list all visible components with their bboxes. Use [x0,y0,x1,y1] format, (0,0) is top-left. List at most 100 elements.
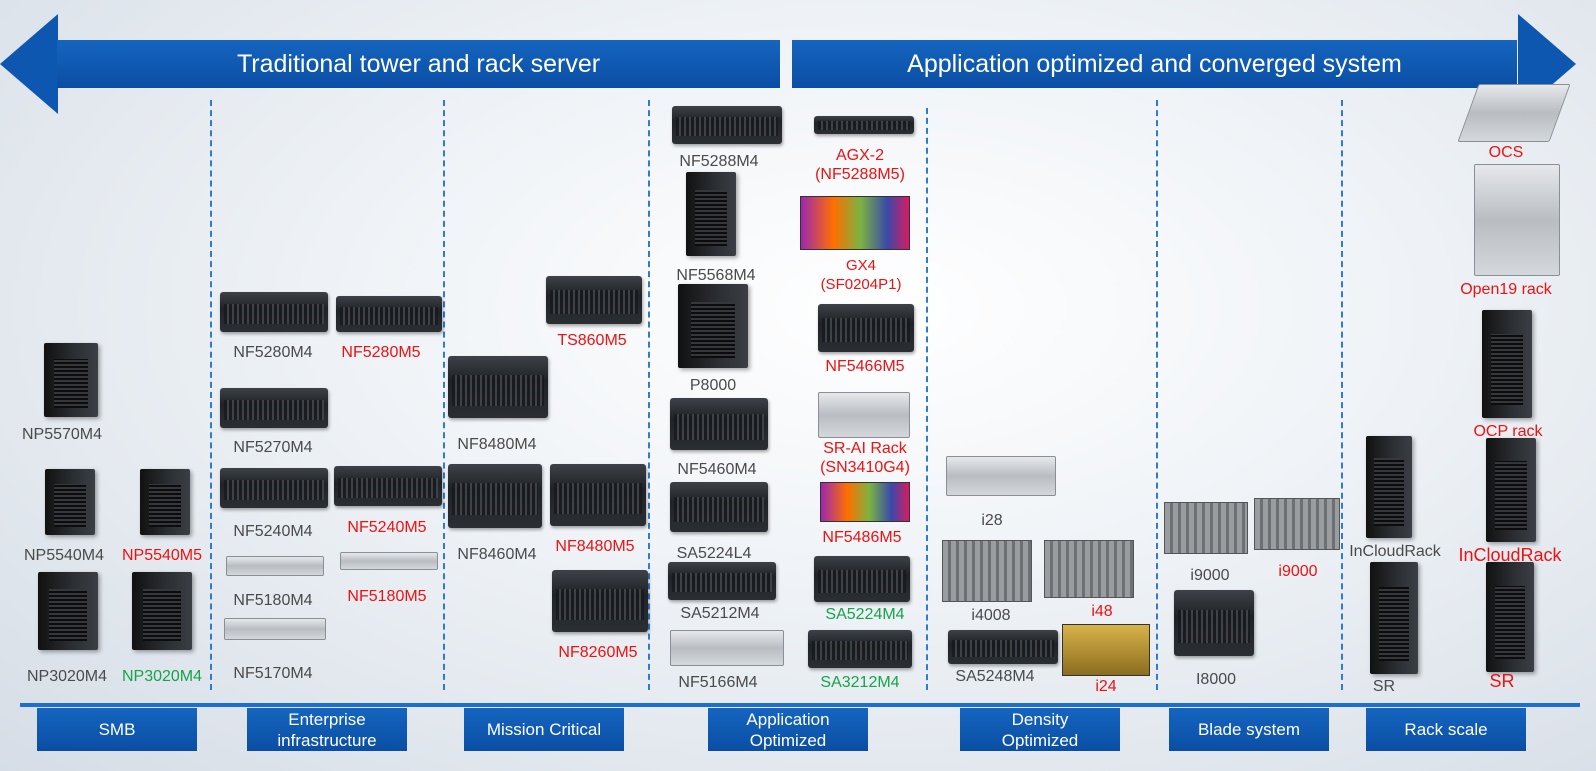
tower-server-image [686,172,736,256]
gpu-board-image [1062,624,1150,676]
tower-server-image [44,343,98,417]
product-label: OCP rack [1473,423,1543,440]
product-label: NF8480M4 [457,436,537,453]
product-label: NP3020M4 [121,668,203,685]
product-label: i28 [981,512,1003,529]
tower-server-image [132,572,192,650]
rack-server-image [550,464,646,526]
product-label: I8000 [1195,671,1237,688]
rack-server-image [448,464,542,528]
category-mission-critical: Mission Critical [464,708,624,751]
rack-server-image [336,296,442,332]
category-application-optimized: Application Optimized [708,708,868,751]
rack-server-image [818,304,914,352]
product-label: InCloudRack [1458,545,1562,565]
product-label: SA5212M4 [680,605,760,622]
divider [210,100,212,690]
rack-server-image [818,392,910,438]
rack-server-image [220,388,328,428]
blade-chassis-image [1174,590,1254,656]
left-arrow-banner: Traditional tower and rack server [57,40,780,88]
product-label: GX4 (SF0204P1) [820,257,902,293]
product-label: SA5224L4 [676,545,752,562]
product-label: i4008 [971,607,1011,624]
rack-server-image [220,468,328,508]
product-label: SA5224M4 [825,606,905,623]
ocp-rack-image [1482,310,1532,418]
rack-server-image [448,356,548,418]
tower-server-image [38,572,98,650]
category-baseline [20,703,1580,707]
right-banner-title: Application optimized and converged syst… [907,49,1402,78]
rack-server-image [334,466,442,506]
node-cluster-image [1044,540,1134,598]
rack-server-image [220,292,328,332]
product-label: i9000 [1190,567,1230,584]
product-label: NF8480M5 [555,538,635,555]
category-blade-system: Blade system [1169,708,1329,751]
rack-server-image [808,630,912,668]
product-label: NF8460M4 [457,546,537,563]
rack-server-image [948,630,1058,664]
product-label: NF5486M5 [822,529,902,546]
product-label: NF8260M5 [558,644,638,661]
rack-server-image [552,570,648,632]
rack-server-image [340,552,438,570]
product-label: NF5166M4 [678,674,758,691]
product-label: NF5180M4 [233,592,313,609]
product-label: NF5568M4 [676,267,756,284]
rack-server-image [672,106,782,144]
product-label: AGX-2 (NF5288M5) [815,147,905,183]
rack-server-image [670,482,768,532]
product-label: NF5280M4 [233,344,313,361]
left-arrow-head-icon [0,14,58,114]
rack-server-image [224,618,326,640]
blade-chassis-image [1164,502,1248,554]
left-banner-title: Traditional tower and rack server [236,49,601,78]
category-smb: SMB [37,708,197,751]
rack-cabinet-image [1486,438,1536,542]
product-label: TS860M5 [557,332,627,349]
divider [443,100,445,690]
rack-server-image [670,398,768,450]
product-label: SA5248M4 [955,668,1035,685]
divider [1156,100,1158,690]
open19-rack-image [1474,164,1560,276]
category-density-optimized: Density Optimized [960,708,1120,751]
rack-cabinet-image [1370,562,1418,674]
tower-server-image [140,469,190,535]
product-label: i24 [1095,678,1117,695]
product-label: NF5170M4 [233,665,313,682]
product-label: Open19 rack [1460,281,1552,298]
rack-cabinet-image [1366,436,1412,538]
rack-server-image [814,556,910,602]
product-label: NF5180M5 [347,588,427,605]
gpu-server-image [800,196,910,250]
rack-server-image [814,116,914,134]
category-rack-scale: Rack scale [1366,708,1526,751]
rack-server-image [670,630,784,666]
gpu-server-image [820,482,910,522]
rack-server-image [668,562,776,600]
blade-chassis-image [1254,498,1340,550]
product-label: NF5288M4 [679,153,759,170]
product-label: SA3212M4 [820,674,900,691]
product-label: NF5466M5 [825,358,905,375]
tower-server-image [45,469,95,535]
product-label: NP5570M4 [21,426,103,443]
product-label: SR [1489,671,1515,691]
product-label: NP5540M5 [121,547,203,564]
node-cluster-image [942,540,1032,602]
product-label: NP5540M4 [23,547,105,564]
ocs-node-image [1457,84,1571,142]
product-label: NF5240M5 [347,519,427,536]
product-label: NP3020M4 [26,668,108,685]
product-label: i48 [1091,603,1113,620]
storage-server-image [546,276,642,324]
rack-server-image [226,556,324,576]
product-label: NF5460M4 [677,461,757,478]
chassis-image [946,456,1056,496]
product-label: NF5240M4 [233,523,313,540]
product-label: InCloudRack [1349,543,1441,560]
